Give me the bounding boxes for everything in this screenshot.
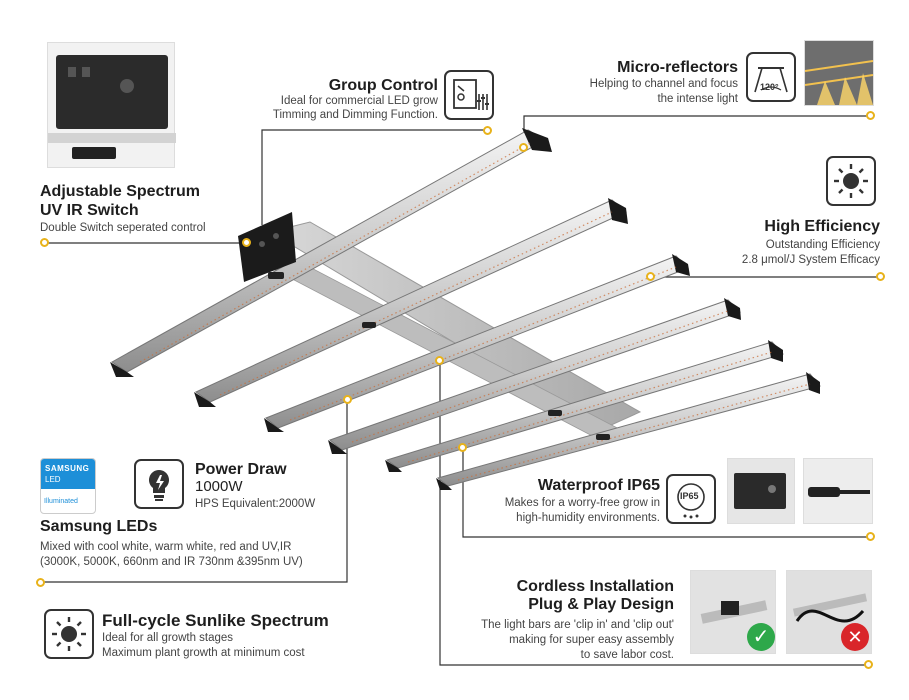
waterproof-title: Waterproof IP65	[537, 477, 660, 494]
samsung-led-badge: SAMSUNG LED Illuminated	[40, 458, 96, 514]
waterproof-photo-1	[727, 458, 795, 524]
samsung-leds-dot	[36, 578, 45, 587]
high-efficiency-desc-1: Outstanding Efficiency	[765, 239, 880, 251]
full-cycle-desc-1: Ideal for all growth stages	[102, 632, 234, 644]
group-control-desc-1: Ideal for commercial LED grow	[280, 95, 438, 107]
micro-reflectors-desc-2: the intense light	[657, 93, 738, 105]
reflector-photo	[804, 40, 874, 106]
corded-photo: ✕	[786, 570, 872, 654]
check-icon: ✓	[747, 623, 775, 651]
adjustable-spectrum-dot	[40, 238, 49, 247]
sun-icon	[826, 156, 876, 206]
samsung-leds-title: Samsung LEDs	[40, 518, 158, 535]
waterproof-dot	[866, 532, 875, 541]
bar-dot-waterproof	[458, 443, 467, 452]
adjustable-spectrum-title-1: Adjustable Spectrum	[40, 183, 201, 200]
bar-dot-power	[343, 395, 352, 404]
dimmer-panel-icon	[444, 70, 494, 120]
power-draw-value: 1000W	[195, 478, 243, 495]
group-control-title: Group Control	[328, 77, 438, 94]
cordless-title-1: Cordless Installation	[516, 578, 674, 595]
micro-reflectors-dot	[866, 111, 875, 120]
cordless-desc-2: making for super easy assembly	[509, 634, 674, 646]
control-box-photo	[47, 42, 176, 168]
ip65-icon: IP65	[666, 474, 716, 524]
adjustable-spectrum-desc: Double Switch seperated control	[40, 222, 206, 234]
waterproof-photo-2	[803, 458, 873, 524]
cross-icon: ✕	[841, 623, 869, 651]
group-control-desc-2: Timming and Dimming Function.	[272, 109, 438, 121]
clip-in-photo: ✓	[690, 570, 776, 654]
samsung-badge-led: LED	[45, 475, 61, 484]
group-control-dot	[483, 126, 492, 135]
micro-reflectors-desc-1: Helping to channel and focus	[589, 78, 738, 90]
samsung-leds-desc-2: (3000K, 5000K, 660nm and IR 730nm &395nm…	[40, 556, 303, 568]
samsung-badge-illuminated: Illuminated	[44, 498, 78, 505]
cordless-desc-1: The light bars are 'clip in' and 'clip o…	[481, 619, 674, 631]
cordless-dot	[864, 660, 873, 669]
bar-dot-center	[435, 356, 444, 365]
full-cycle-desc-2: Maximum plant growth at minimum cost	[102, 647, 305, 659]
samsung-leds-desc-1: Mixed with cool white, warm white, red a…	[40, 541, 292, 553]
samsung-badge-brand: SAMSUNG	[45, 464, 90, 473]
micro-reflectors-title: Micro-reflectors	[617, 59, 738, 76]
beam-angle-icon: 120°	[746, 52, 796, 102]
beam-angle-label: 120°	[760, 82, 779, 92]
power-draw-title: Power Draw	[195, 461, 287, 478]
bar-dot-top	[519, 143, 528, 152]
power-draw-desc: HPS Equivalent:2000W	[195, 498, 316, 510]
waterproof-desc-2: high-humidity environments.	[516, 512, 660, 524]
bar-dot-efficiency	[646, 272, 655, 281]
adjustable-spectrum-title-2: UV IR Switch	[40, 202, 139, 219]
high-efficiency-dot	[876, 272, 885, 281]
high-efficiency-title: High Efficiency	[764, 218, 880, 235]
control-box-dot	[242, 238, 251, 247]
cordless-title-2: Plug & Play Design	[528, 596, 674, 613]
waterproof-desc-1: Makes for a worry-free grow in	[504, 497, 660, 509]
ip65-label: IP65	[680, 491, 699, 501]
full-cycle-title: Full-cycle Sunlike Spectrum	[102, 611, 329, 630]
cordless-desc-3: to save labor cost.	[580, 649, 674, 661]
bulb-power-icon	[134, 459, 184, 509]
high-efficiency-desc-2: 2.8 μmol/J System Efficacy	[741, 254, 880, 266]
sunlike-spectrum-icon	[44, 609, 94, 659]
